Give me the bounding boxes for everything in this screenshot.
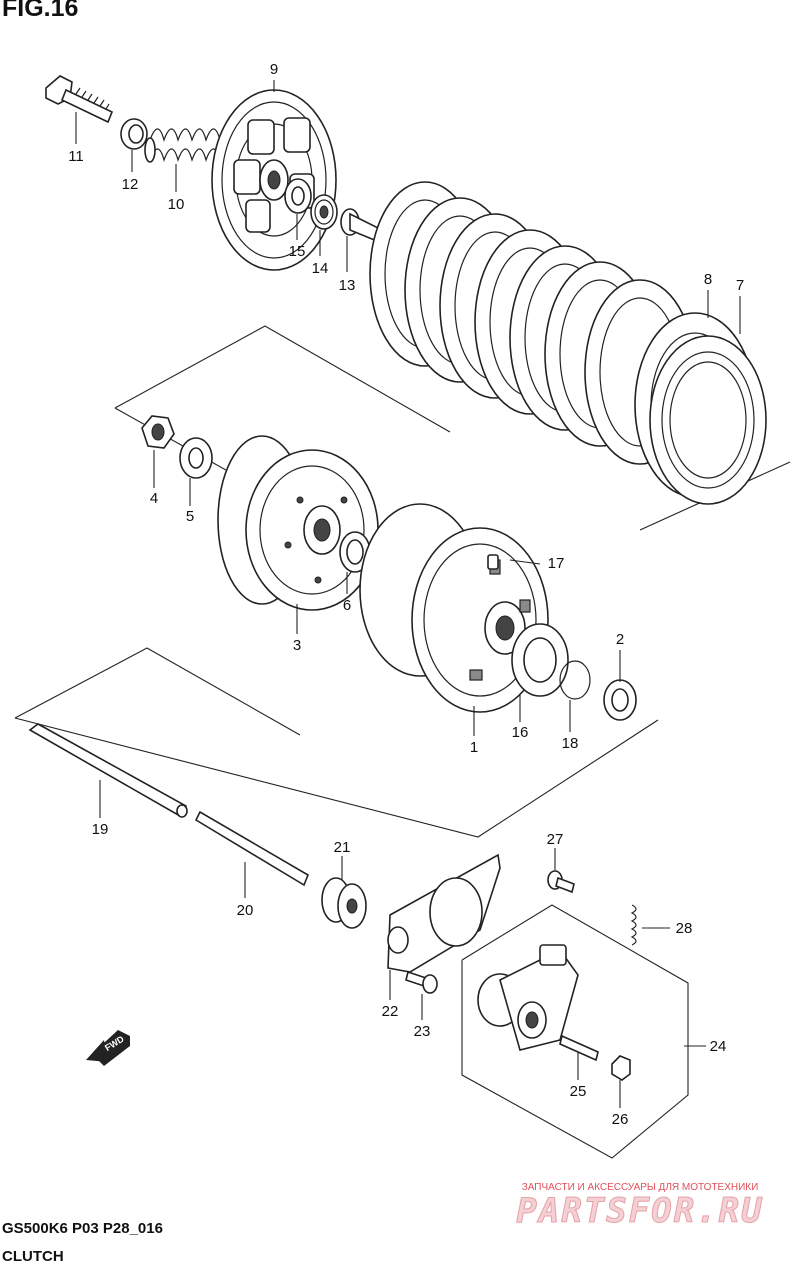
callout-4: 4 (150, 490, 158, 507)
callout-23: 23 (414, 1023, 431, 1040)
callout-20: 20 (237, 902, 254, 919)
clutch-spring-bolt (45, 75, 114, 124)
callout-14: 14 (312, 260, 329, 277)
primary-driven-gear-assembly (359, 503, 549, 713)
adjusting-screw (559, 1034, 599, 1062)
watermark-brand: PARTSFOR.RU (516, 1191, 763, 1231)
return-spring (630, 904, 637, 946)
leader-lines (75, 80, 741, 1108)
watermark-tagline: ЗАПЧАСТИ И АКСЕССУАРЫ ДЛЯ МОТОТЕХНИКИ (522, 1182, 759, 1193)
push-rod-bearing (321, 877, 367, 929)
callout-16: 16 (512, 724, 529, 741)
housing-washer (603, 679, 637, 721)
release-cover-plate (387, 853, 501, 973)
callout-11: 11 (68, 148, 84, 165)
section-name: CLUTCH (2, 1248, 64, 1265)
callout-10: 10 (168, 196, 185, 213)
callout-1: 1 (470, 739, 478, 756)
callout-9: 9 (270, 61, 278, 78)
figure-title: FIG.16 (2, 0, 79, 22)
callout-19: 19 (92, 821, 109, 838)
release-kit-bolt (547, 870, 575, 894)
clutch-push-rod (194, 810, 309, 887)
pressure-plate-bearing-spacer (284, 178, 312, 214)
callout-2: 2 (616, 631, 624, 648)
release-kit-box (461, 904, 689, 1159)
callout-24: 24 (710, 1038, 727, 1055)
forward-arrow-icon: FWD (86, 1030, 130, 1066)
clutch-push-rod-long (28, 723, 188, 818)
callout-5: 5 (186, 508, 194, 525)
model-code: GS500K6 P03 P28_016 (2, 1220, 163, 1237)
callout-25: 25 (570, 1083, 587, 1100)
callout-8: 8 (704, 271, 712, 288)
cover-plate-screw (405, 970, 438, 994)
callout-6: 6 (343, 597, 351, 614)
callout-13: 13 (339, 277, 356, 294)
driven-plate (649, 335, 767, 505)
callout-22: 22 (382, 1003, 399, 1020)
callout-21: 21 (334, 839, 351, 856)
callout-3: 3 (293, 637, 301, 654)
callout-labels: 11 12 10 9 15 14 13 8 7 4 5 3 6 17 2 1 1… (68, 61, 744, 1128)
callout-27: 27 (547, 831, 564, 848)
clutch-sleeve-hub (217, 435, 379, 611)
clutch-release-assembly (477, 944, 579, 1051)
callout-28: 28 (676, 920, 693, 937)
lock-nut (611, 1055, 631, 1081)
bolt-washer (120, 118, 148, 150)
callout-12: 12 (122, 176, 139, 193)
oil-pump-drive-gear (511, 623, 569, 697)
callout-15: 15 (289, 243, 306, 260)
release-bearing (310, 194, 338, 230)
pressure-plate (211, 89, 337, 271)
callout-18: 18 (562, 735, 579, 752)
lock-washer (179, 437, 213, 479)
callout-7: 7 (736, 277, 744, 294)
callout-17: 17 (548, 555, 565, 572)
callout-26: 26 (612, 1111, 629, 1128)
watermark: ЗАПЧАСТИ И АКСЕССУАРЫ ДЛЯ МОТОТЕХНИКИ PA… (516, 1182, 763, 1232)
clutch-sleeve-hub-nut (141, 415, 175, 449)
shaft-group-outline (14, 647, 659, 838)
spacer-pin (487, 554, 499, 570)
circlip (559, 660, 591, 700)
